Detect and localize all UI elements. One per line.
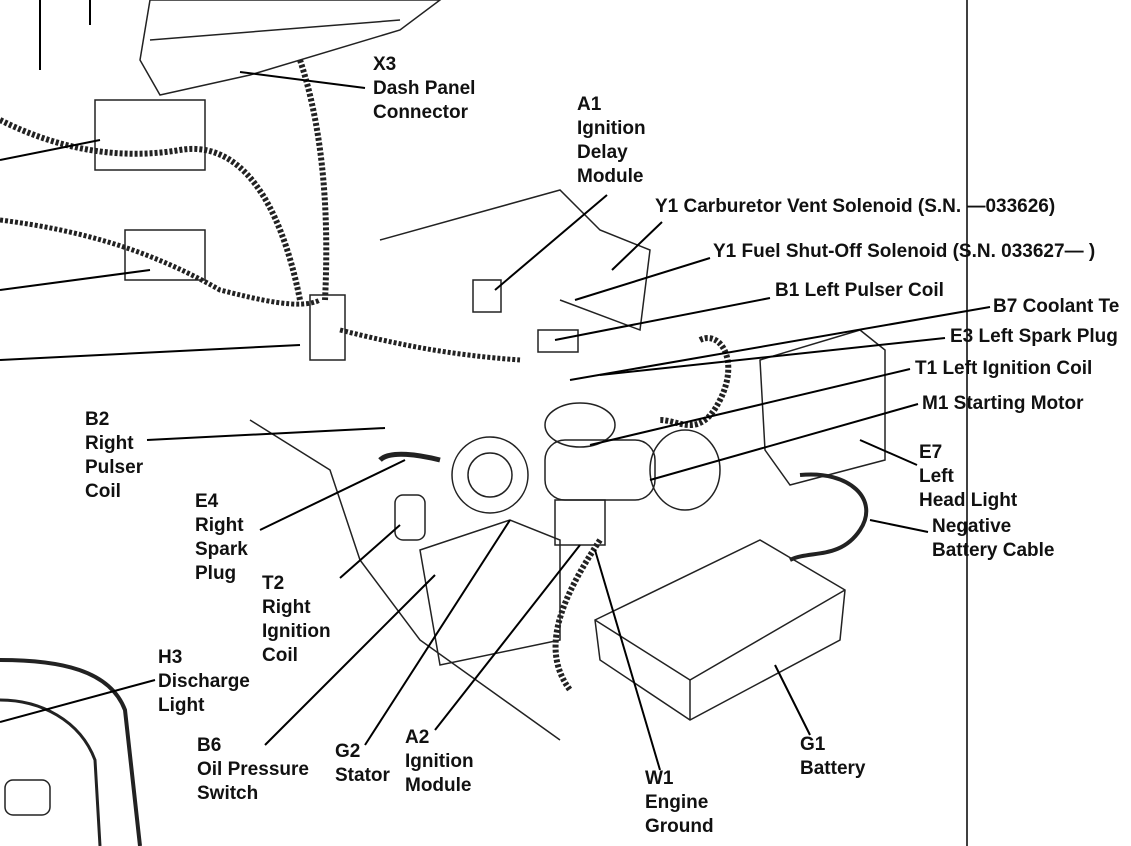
label-text: Switch	[197, 783, 259, 804]
label-code: H3	[158, 647, 183, 668]
leader-negative-cable	[869, 519, 929, 533]
leader-e7	[859, 439, 918, 466]
leader-w1	[594, 549, 661, 771]
label-code: A2	[405, 727, 430, 748]
leader-t2	[339, 524, 401, 579]
label-text: Dash Panel	[373, 78, 476, 99]
label-text: T1 Left Ignition Coil	[915, 358, 1093, 379]
label-text: E3 Left Spark Plug	[950, 326, 1118, 347]
label-text: Spark	[195, 539, 248, 560]
label-text: Battery	[800, 758, 866, 779]
label-code: T2	[262, 573, 285, 594]
label-text: Left	[919, 466, 954, 487]
label-text: Connector	[373, 102, 468, 123]
label-text: Ground	[645, 816, 714, 837]
label-text: Stator	[335, 765, 390, 786]
label-text: Battery Cable	[932, 540, 1055, 561]
label-text: Ignition	[262, 621, 331, 642]
leader-b2	[146, 427, 386, 441]
label-text: Negative	[932, 516, 1012, 537]
label-code: E4	[195, 491, 219, 512]
leader-x3	[239, 71, 366, 89]
label-text: B1 Left Pulser Coil	[775, 280, 944, 301]
leader-a2	[434, 544, 581, 731]
label-text: Coil	[262, 645, 298, 666]
label-text: Head Light	[919, 490, 1018, 511]
label-text: Coil	[85, 481, 121, 502]
label-text: Module	[405, 775, 472, 796]
label-b7-coolant-temp: B7 Coolant Te	[993, 295, 1119, 319]
label-text: Y1 Fuel Shut-Off Solenoid (S.N. 033627— …	[713, 241, 1096, 262]
leader-y1-carb	[611, 221, 663, 271]
label-text: Ignition	[577, 118, 646, 139]
label-code: B6	[197, 735, 222, 756]
label-text: Ignition	[405, 751, 474, 772]
leader-b7	[569, 306, 991, 381]
leader-a1	[494, 194, 608, 291]
label-e3-left-spark-plug: E3 Left Spark Plug	[950, 325, 1118, 349]
label-y1-carburetor-vent-solenoid: Y1 Carburetor Vent Solenoid (S.N. —03362…	[655, 195, 1055, 219]
leader-b6	[264, 574, 436, 746]
label-text: B7 Coolant Te	[993, 296, 1120, 317]
label-text: Engine	[645, 792, 709, 813]
label-text: Delay	[577, 142, 628, 163]
leader-m1	[649, 403, 919, 481]
label-code: X3	[373, 54, 397, 75]
leader-b1	[554, 297, 771, 341]
leader-g1	[774, 664, 811, 736]
label-text: Oil Pressure	[197, 759, 309, 780]
label-b1-left-pulser-coil: B1 Left Pulser Coil	[775, 279, 944, 303]
leader-e3	[599, 337, 946, 376]
label-text: M1 Starting Motor	[922, 393, 1084, 414]
label-code: E7	[919, 442, 943, 463]
label-text: Right	[85, 433, 134, 454]
leader-t1	[589, 368, 911, 446]
leader-y1-fuel	[574, 257, 711, 301]
leader-e4	[259, 459, 406, 531]
label-text: Discharge	[158, 671, 250, 692]
leader-g2	[364, 519, 511, 746]
label-text: Right	[195, 515, 244, 536]
leader-lines	[0, 0, 991, 771]
label-code: G2	[335, 741, 361, 762]
label-code: A1	[577, 94, 602, 115]
label-text: Light	[158, 695, 205, 716]
label-t1-left-ignition-coil: T1 Left Ignition Coil	[915, 357, 1092, 381]
label-text: Y1 Carburetor Vent Solenoid (S.N. —03362…	[655, 196, 1056, 217]
label-y1-fuel-shutoff-solenoid: Y1 Fuel Shut-Off Solenoid (S.N. 033627— …	[713, 240, 1095, 264]
label-code: W1	[645, 768, 674, 789]
label-m1-starting-motor: M1 Starting Motor	[922, 392, 1084, 416]
label-text: Plug	[195, 563, 237, 584]
label-code: B2	[85, 409, 110, 430]
illustration-sketch	[0, 0, 886, 846]
label-code: G1	[800, 734, 826, 755]
label-text: Right	[262, 597, 311, 618]
label-text: Pulser	[85, 457, 144, 478]
leader-h3	[0, 679, 156, 723]
label-text: Module	[577, 166, 644, 187]
